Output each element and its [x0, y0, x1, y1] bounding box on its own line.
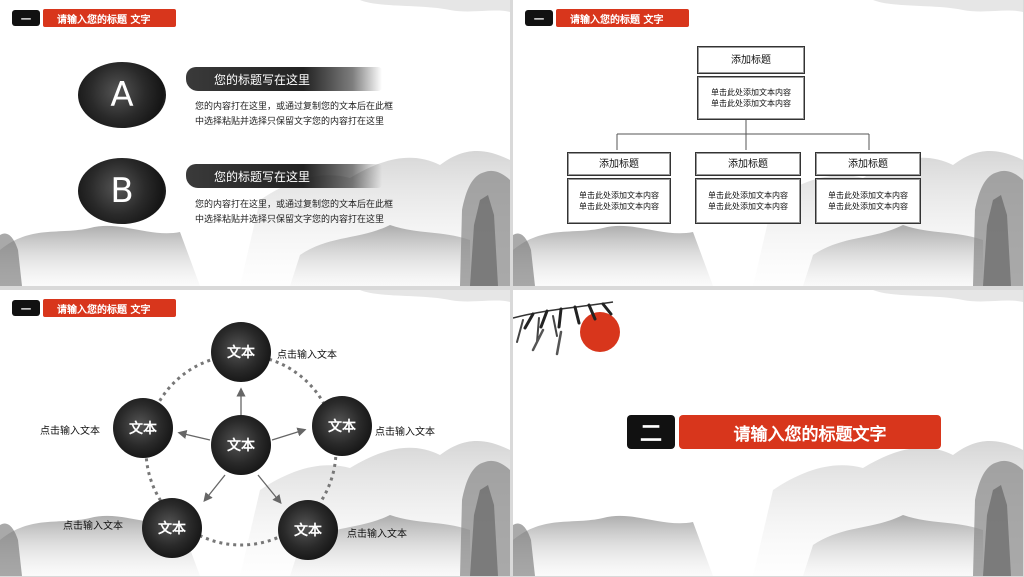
org-top-content[interactable]: 单击此处添加文本内容 单击此处添加文本内容: [697, 76, 805, 120]
cycle-node-top-label[interactable]: 点击输入文本: [277, 350, 337, 361]
org-child-1-line-2: 单击此处添加文本内容: [579, 202, 659, 211]
slide-2[interactable]: 一 请输入您的标题 文字 添加标题 单击此处添加文本内容 单击此处添加文本内容 …: [513, 0, 1023, 286]
org-top-line-2: 单击此处添加文本内容: [711, 99, 791, 108]
brush-stroke-b: [186, 164, 382, 188]
section-title-bar[interactable]: 请输入您的标题 文字: [556, 9, 689, 27]
cycle-node-bottom-left-label[interactable]: 点击输入文本: [63, 521, 123, 532]
item-a-line-2: 中选择粘贴并选择只保留文字您的内容打在这里: [195, 117, 385, 127]
org-child-3-title[interactable]: 添加标题: [815, 152, 921, 176]
landscape-background: [0, 0, 510, 286]
slide-1[interactable]: 一 请输入您的标题 文字 A 您的标题写在这里 您的内容打在这里，或通过复制您的…: [0, 0, 510, 286]
slide-4[interactable]: 二 请输入您的标题文字: [513, 290, 1023, 576]
section-number-badge: 一: [525, 10, 553, 26]
org-child-1-content[interactable]: 单击此处添加文本内容 单击此处添加文本内容: [567, 178, 671, 224]
org-child-1-line-1: 单击此处添加文本内容: [579, 191, 659, 200]
org-child-3-content[interactable]: 单击此处添加文本内容 单击此处添加文本内容: [815, 178, 921, 224]
cycle-node-left-label[interactable]: 点击输入文本: [40, 426, 100, 437]
org-child-3-line-1: 单击此处添加文本内容: [828, 191, 908, 200]
item-a-paragraph[interactable]: 您的内容打在这里，或通过复制您的文本后在此框 中选择粘贴并选择只保留文字您的内容…: [195, 100, 393, 130]
brush-stroke-a: [186, 67, 382, 91]
cycle-node-left[interactable]: 文本: [113, 398, 173, 458]
cycle-node-right-label[interactable]: 点击输入文本: [375, 427, 435, 438]
bamboo-sun-illustration: [513, 301, 620, 356]
cycle-node-right[interactable]: 文本: [312, 396, 372, 456]
item-b-line-1: 您的内容打在这里，或通过复制您的文本后在此框: [195, 200, 394, 210]
item-b-heading[interactable]: 您的标题写在这里: [214, 170, 311, 184]
org-child-2-line-2: 单击此处添加文本内容: [708, 202, 788, 211]
cycle-node-bottom-right[interactable]: 文本: [278, 500, 338, 560]
org-child-2-line-1: 单击此处添加文本内容: [708, 191, 788, 200]
cycle-node-top[interactable]: 文本: [211, 322, 271, 382]
section-title-bar[interactable]: 请输入您的标题文字: [679, 415, 941, 449]
org-top-title[interactable]: 添加标题: [697, 46, 805, 74]
cycle-node-bottom-left[interactable]: 文本: [142, 498, 202, 558]
section-title-bar[interactable]: 请输入您的标题 文字: [43, 9, 176, 27]
slide-3[interactable]: 一 请输入您的标题 文字 文本 文本 点击输入文本 文本 点击输入文本 文本 点…: [0, 290, 510, 576]
ink-circle-a: A: [78, 62, 166, 128]
section-title-bar[interactable]: 请输入您的标题 文字: [43, 299, 176, 317]
section-number-badge: 二: [627, 415, 675, 449]
cycle-center-node[interactable]: 文本: [211, 415, 271, 475]
section-number-badge: 一: [12, 300, 40, 316]
org-child-1-title[interactable]: 添加标题: [567, 152, 671, 176]
item-a-heading[interactable]: 您的标题写在这里: [214, 73, 311, 87]
org-child-2-title[interactable]: 添加标题: [695, 152, 801, 176]
item-a-line-1: 您的内容打在这里，或通过复制您的文本后在此框: [195, 102, 394, 112]
org-chart-connectors: [616, 120, 870, 150]
org-top-line-1: 单击此处添加文本内容: [711, 88, 791, 97]
org-child-2-content[interactable]: 单击此处添加文本内容 单击此处添加文本内容: [695, 178, 801, 224]
item-b-line-2: 中选择粘贴并选择只保留文字您的内容打在这里: [195, 215, 385, 225]
item-b-paragraph[interactable]: 您的内容打在这里，或通过复制您的文本后在此框 中选择粘贴并选择只保留文字您的内容…: [195, 198, 393, 228]
ink-circle-b: B: [78, 158, 166, 224]
cycle-node-bottom-right-label[interactable]: 点击输入文本: [347, 529, 407, 540]
org-child-3-line-2: 单击此处添加文本内容: [828, 202, 908, 211]
section-number-badge: 一: [12, 10, 40, 26]
